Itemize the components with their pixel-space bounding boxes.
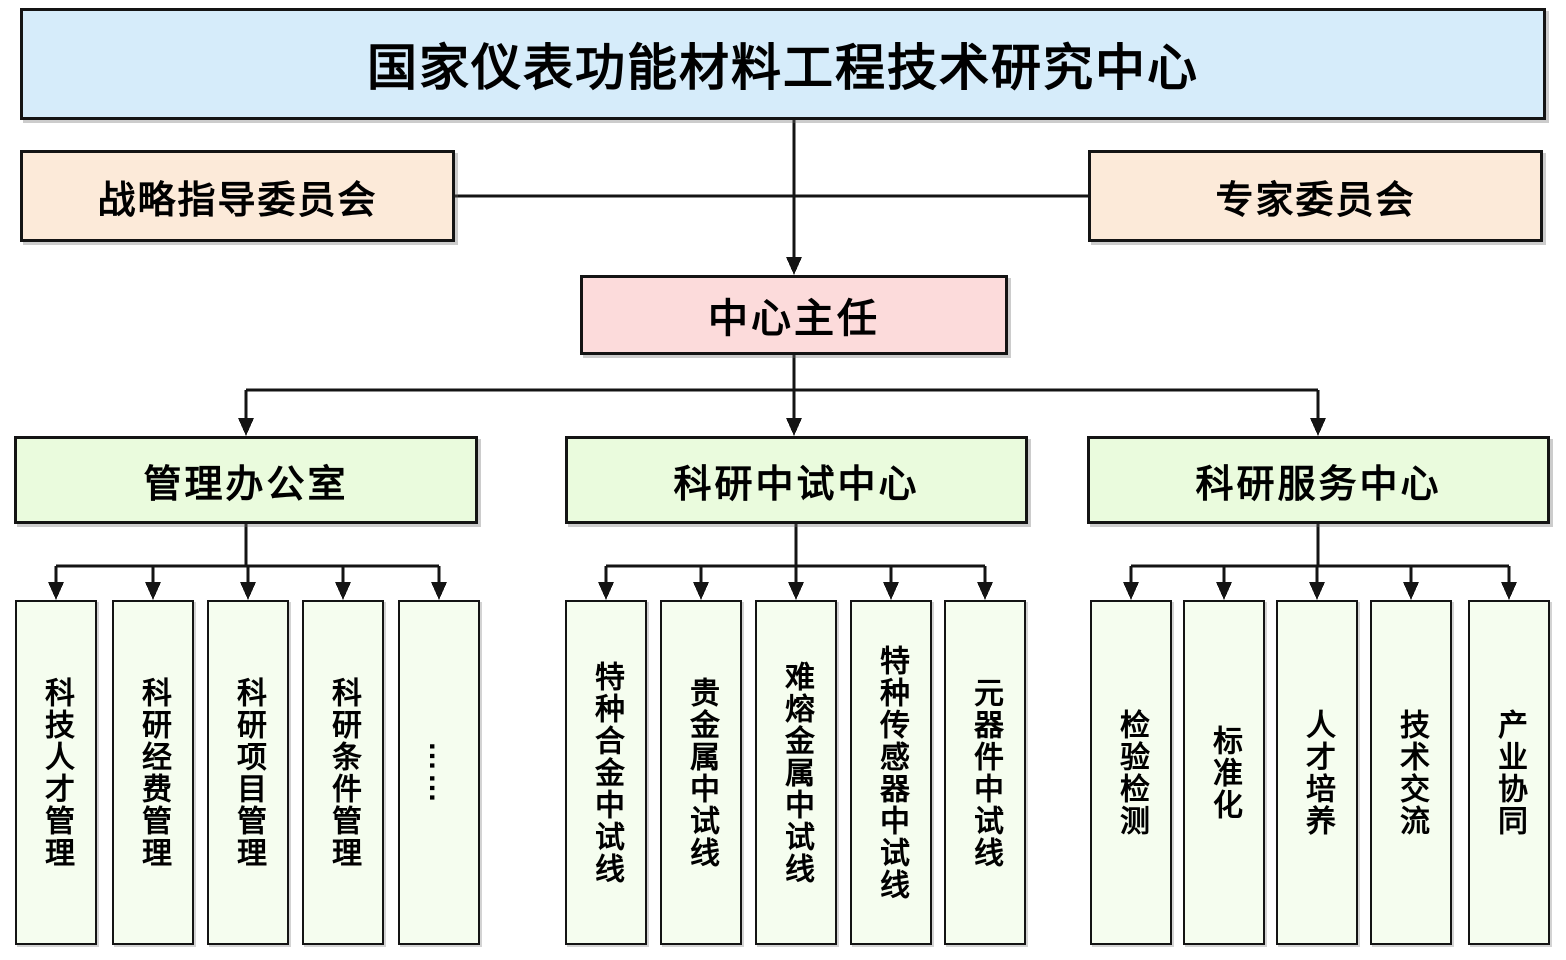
dept-pilot-center-label: 科研中试中心 bbox=[673, 463, 920, 506]
leaf-label: 产业协同 bbox=[1493, 708, 1526, 837]
leaf-label: 难熔金属中试线 bbox=[780, 660, 813, 885]
expert-committee-box: 专家委员会 bbox=[1088, 150, 1543, 242]
dept-service-center-label: 科研服务中心 bbox=[1195, 463, 1442, 506]
dept-pilot-center-box: 科研中试中心 bbox=[565, 436, 1028, 524]
leaf-label: 科研经费管理 bbox=[137, 676, 170, 869]
leaf-label: 技术交流 bbox=[1395, 708, 1428, 837]
center-title: 国家仪表功能材料工程技术研究中心 bbox=[367, 40, 1199, 96]
leaf-label: 贵金属中试线 bbox=[685, 676, 718, 869]
leaf-ellipsis: …… bbox=[398, 600, 480, 945]
leaf-refractory-metal-line: 难熔金属中试线 bbox=[755, 600, 837, 945]
leaf-standardization: 标准化 bbox=[1183, 600, 1265, 945]
leaf-components-line: 元器件中试线 bbox=[944, 600, 1026, 945]
leaf-research-funds-mgmt: 科研经费管理 bbox=[112, 600, 194, 945]
director-label: 中心主任 bbox=[708, 297, 880, 341]
leaf-special-alloy-line: 特种合金中试线 bbox=[565, 600, 647, 945]
leaf-industry-collaboration: 产业协同 bbox=[1468, 600, 1550, 945]
strategic-committee-box: 战略指导委员会 bbox=[20, 150, 455, 242]
leaf-label: …… bbox=[423, 740, 456, 805]
leaf-research-project-mgmt: 科研项目管理 bbox=[207, 600, 289, 945]
leaf-label: 检验检测 bbox=[1115, 708, 1148, 837]
center-title-box: 国家仪表功能材料工程技术研究中心 bbox=[20, 8, 1546, 120]
dept-service-center-box: 科研服务中心 bbox=[1087, 436, 1550, 524]
leaf-inspection-testing: 检验检测 bbox=[1090, 600, 1172, 945]
leaf-label: 元器件中试线 bbox=[969, 676, 1002, 869]
leaf-label: 科技人才管理 bbox=[40, 676, 73, 869]
leaf-special-sensor-line: 特种传感器中试线 bbox=[850, 600, 932, 945]
leaf-label: 科研条件管理 bbox=[327, 676, 360, 869]
leaf-label: 人才培养 bbox=[1301, 708, 1334, 837]
strategic-committee-label: 战略指导委员会 bbox=[97, 179, 378, 222]
leaf-label: 科研项目管理 bbox=[232, 676, 265, 869]
director-box: 中心主任 bbox=[580, 275, 1008, 355]
leaf-research-conditions-mgmt: 科研条件管理 bbox=[302, 600, 384, 945]
leaf-label: 标准化 bbox=[1208, 724, 1241, 821]
leaf-label: 特种合金中试线 bbox=[590, 660, 623, 885]
leaf-talent-training: 人才培养 bbox=[1276, 600, 1358, 945]
leaf-tech-talent-mgmt: 科技人才管理 bbox=[15, 600, 97, 945]
dept-management-office-label: 管理办公室 bbox=[143, 463, 349, 506]
dept-management-office-box: 管理办公室 bbox=[14, 436, 478, 524]
leaf-precious-metal-line: 贵金属中试线 bbox=[660, 600, 742, 945]
expert-committee-label: 专家委员会 bbox=[1215, 179, 1416, 222]
leaf-label: 特种传感器中试线 bbox=[875, 644, 908, 901]
leaf-technical-exchange: 技术交流 bbox=[1370, 600, 1452, 945]
